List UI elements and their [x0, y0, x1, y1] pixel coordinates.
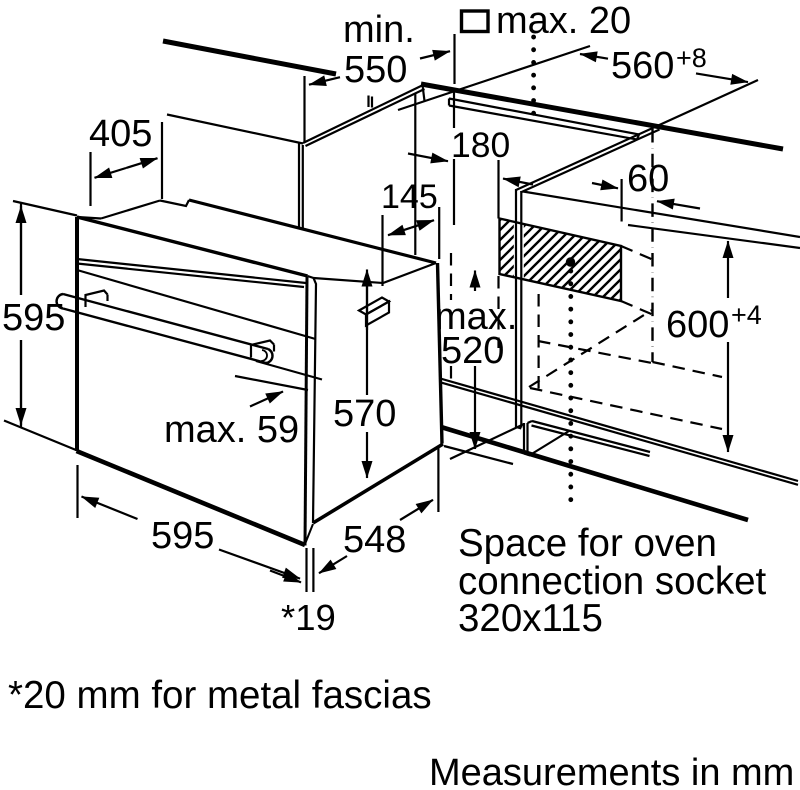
svg-text:max.: max. [435, 296, 517, 338]
svg-text:560: 560 [611, 45, 674, 87]
svg-text:548: 548 [343, 519, 406, 561]
svg-text:connection socket: connection socket [458, 560, 766, 603]
svg-text:405: 405 [89, 113, 152, 155]
svg-text:Measurements in mm: Measurements in mm [429, 752, 794, 790]
svg-text:520: 520 [441, 330, 504, 372]
svg-text:320x115: 320x115 [458, 597, 603, 640]
svg-text:Space for oven: Space for oven [458, 522, 717, 565]
svg-text:180: 180 [451, 125, 510, 165]
svg-text:550: 550 [344, 49, 407, 91]
svg-text:145: 145 [381, 178, 438, 216]
svg-text:595: 595 [2, 297, 65, 339]
svg-text:min.: min. [343, 9, 415, 51]
svg-text:*19: *19 [281, 597, 336, 638]
svg-text:+8: +8 [676, 43, 707, 73]
svg-text:570: 570 [333, 393, 396, 435]
svg-text:+4: +4 [731, 300, 762, 330]
svg-text:*20 mm for metal fascias: *20 mm for metal fascias [8, 674, 432, 717]
svg-text:600: 600 [666, 304, 729, 346]
svg-text:max. 59: max. 59 [164, 409, 299, 451]
svg-text:60: 60 [627, 158, 669, 200]
svg-text:max. 20: max. 20 [496, 0, 631, 42]
svg-text:595: 595 [151, 515, 214, 557]
